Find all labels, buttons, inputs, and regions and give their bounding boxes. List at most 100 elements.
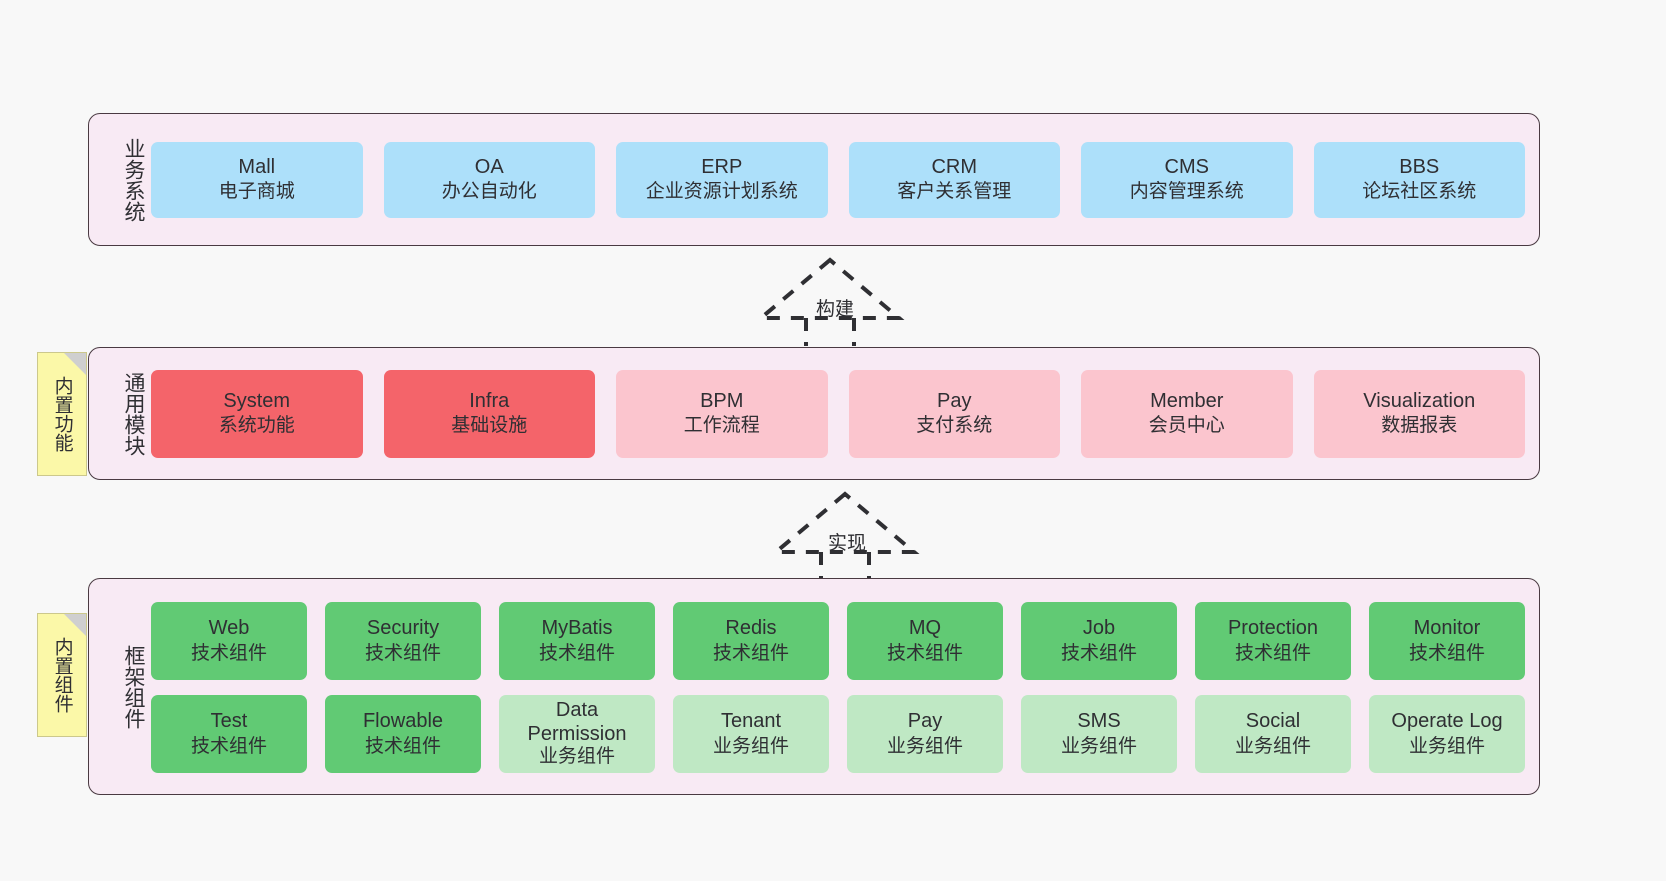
box-mybatis[interactable]: MyBatis 技术组件 bbox=[499, 602, 655, 680]
box-test[interactable]: Test 技术组件 bbox=[151, 695, 307, 773]
layer-business-systems: 业务系统 Mall 电子商城 OA 办公自动化 ERP 企业资源计划系统 CRM… bbox=[88, 113, 1540, 246]
box-member[interactable]: Member 会员中心 bbox=[1081, 369, 1293, 458]
layer-title-business-systems: 业务系统 bbox=[122, 137, 145, 222]
sticky-note-label: 内置功能 bbox=[51, 376, 73, 452]
box-title: Security bbox=[366, 617, 440, 640]
box-subtitle: 业务组件 bbox=[538, 746, 615, 768]
box-job[interactable]: Job 技术组件 bbox=[1021, 602, 1177, 680]
box-title: CMS bbox=[1164, 155, 1209, 178]
common-modules-row: System 系统功能 Infra 基础设施 BPM 工作流程 Pay 支付系统… bbox=[151, 369, 1525, 458]
box-title: Flowable bbox=[362, 710, 444, 733]
box-subtitle: 技术组件 bbox=[190, 642, 267, 664]
box-security[interactable]: Security 技术组件 bbox=[325, 602, 481, 680]
box-flowable[interactable]: Flowable 技术组件 bbox=[325, 695, 481, 773]
box-title: SMS bbox=[1077, 710, 1121, 733]
arrow-implement: 实现 bbox=[770, 491, 920, 580]
box-protection[interactable]: Protection 技术组件 bbox=[1195, 602, 1351, 680]
box-pay-module[interactable]: Pay 支付系统 bbox=[848, 369, 1060, 458]
box-monitor[interactable]: Monitor 技术组件 bbox=[1369, 602, 1525, 680]
box-infra[interactable]: Infra 基础设施 bbox=[383, 369, 595, 458]
box-visualization[interactable]: Visualization 数据报表 bbox=[1313, 369, 1525, 458]
layer-body-business-systems: Mall 电子商城 OA 办公自动化 ERP 企业资源计划系统 CRM 客户关系… bbox=[145, 114, 1539, 245]
layer-title-common-modules: 通用模块 bbox=[122, 371, 145, 456]
box-operate-log[interactable]: Operate Log 业务组件 bbox=[1369, 695, 1525, 773]
box-title: Test bbox=[210, 710, 248, 733]
box-cms[interactable]: CMS 内容管理系统 bbox=[1081, 141, 1293, 218]
box-bpm[interactable]: BPM 工作流程 bbox=[616, 369, 828, 458]
layer-framework-components: 框架组件 Web 技术组件 Security 技术组件 MyBatis 技术组件… bbox=[88, 578, 1540, 795]
box-subtitle: 业务组件 bbox=[1408, 735, 1485, 757]
box-title: System bbox=[223, 389, 291, 412]
framework-business-row: Test 技术组件 Flowable 技术组件 Data Permission … bbox=[151, 695, 1525, 773]
box-bbs[interactable]: BBS 论坛社区系统 bbox=[1313, 141, 1525, 218]
sticky-note-label: 内置组件 bbox=[51, 637, 73, 713]
arrow-shaft bbox=[819, 552, 871, 580]
arrow-head-hollow-triangle bbox=[755, 257, 905, 320]
box-title: Member bbox=[1150, 389, 1224, 412]
box-title: Redis bbox=[725, 617, 777, 640]
box-subtitle: 业务组件 bbox=[1060, 735, 1137, 757]
box-title: Protection bbox=[1227, 617, 1319, 640]
sticky-note-builtin-component[interactable]: 内置组件 bbox=[37, 613, 87, 737]
box-title: MQ bbox=[908, 617, 942, 640]
box-mall[interactable]: Mall 电子商城 bbox=[151, 141, 363, 218]
box-title: Pay bbox=[907, 710, 943, 733]
box-subtitle: 系统功能 bbox=[218, 415, 295, 437]
box-subtitle: 企业资源计划系统 bbox=[645, 181, 798, 203]
box-title: Pay bbox=[937, 389, 972, 412]
box-subtitle: 业务组件 bbox=[712, 735, 789, 757]
box-subtitle: 技术组件 bbox=[1408, 642, 1485, 664]
box-erp[interactable]: ERP 企业资源计划系统 bbox=[616, 141, 828, 218]
box-subtitle: 数据报表 bbox=[1381, 415, 1458, 437]
box-redis[interactable]: Redis 技术组件 bbox=[673, 602, 829, 680]
sticky-note-builtin-function[interactable]: 内置功能 bbox=[37, 352, 87, 476]
box-social[interactable]: Social 业务组件 bbox=[1195, 695, 1351, 773]
arrow-head-hollow-triangle bbox=[770, 491, 920, 554]
layer-common-modules: 通用模块 System 系统功能 Infra 基础设施 BPM 工作流程 Pay… bbox=[88, 347, 1540, 480]
box-title: OA bbox=[474, 155, 504, 178]
box-pay-component[interactable]: Pay 业务组件 bbox=[847, 695, 1003, 773]
box-subtitle: 会员中心 bbox=[1148, 415, 1225, 437]
arrow-label-build: 构建 bbox=[816, 299, 855, 320]
box-mq[interactable]: MQ 技术组件 bbox=[847, 602, 1003, 680]
box-subtitle: 技术组件 bbox=[712, 642, 789, 664]
layer-body-common-modules: System 系统功能 Infra 基础设施 BPM 工作流程 Pay 支付系统… bbox=[145, 348, 1539, 479]
box-subtitle: 客户关系管理 bbox=[897, 181, 1012, 203]
box-sms[interactable]: SMS 业务组件 bbox=[1021, 695, 1177, 773]
box-title: Tenant bbox=[720, 710, 782, 733]
box-title: Data Permission bbox=[527, 699, 627, 745]
box-subtitle: 论坛社区系统 bbox=[1362, 181, 1477, 203]
box-title: MyBatis bbox=[541, 617, 613, 640]
box-web[interactable]: Web 技术组件 bbox=[151, 602, 307, 680]
box-subtitle: 业务组件 bbox=[1234, 735, 1311, 757]
box-subtitle: 支付系统 bbox=[916, 415, 993, 437]
box-title: BBS bbox=[1399, 155, 1440, 178]
box-title: Social bbox=[1245, 710, 1301, 733]
box-subtitle: 工作流程 bbox=[683, 415, 760, 437]
box-subtitle: 业务组件 bbox=[886, 735, 963, 757]
arrow-build: 构建 bbox=[755, 257, 905, 346]
box-title: Web bbox=[208, 617, 250, 640]
box-title: CRM bbox=[931, 155, 978, 178]
box-tenant[interactable]: Tenant 业务组件 bbox=[673, 695, 829, 773]
box-subtitle: 技术组件 bbox=[1234, 642, 1311, 664]
box-oa[interactable]: OA 办公自动化 bbox=[383, 141, 595, 218]
box-title: BPM bbox=[700, 389, 744, 412]
box-system[interactable]: System 系统功能 bbox=[151, 369, 363, 458]
arrow-shaft bbox=[804, 318, 856, 346]
layer-body-framework-components: Web 技术组件 Security 技术组件 MyBatis 技术组件 Redi… bbox=[145, 579, 1539, 794]
box-data-permission[interactable]: Data Permission 业务组件 bbox=[499, 695, 655, 773]
box-title: Mall bbox=[238, 155, 276, 178]
box-crm[interactable]: CRM 客户关系管理 bbox=[848, 141, 1060, 218]
box-subtitle: 技术组件 bbox=[538, 642, 615, 664]
box-subtitle: 技术组件 bbox=[364, 735, 441, 757]
box-title: Job bbox=[1082, 617, 1116, 640]
box-title: Operate Log bbox=[1391, 710, 1503, 733]
box-subtitle: 基础设施 bbox=[451, 415, 528, 437]
box-subtitle: 内容管理系统 bbox=[1129, 181, 1244, 203]
layer-title-framework-components: 框架组件 bbox=[122, 644, 145, 729]
box-subtitle: 技术组件 bbox=[190, 735, 267, 757]
framework-tech-row: Web 技术组件 Security 技术组件 MyBatis 技术组件 Redi… bbox=[151, 602, 1525, 680]
box-subtitle: 技术组件 bbox=[1060, 642, 1137, 664]
